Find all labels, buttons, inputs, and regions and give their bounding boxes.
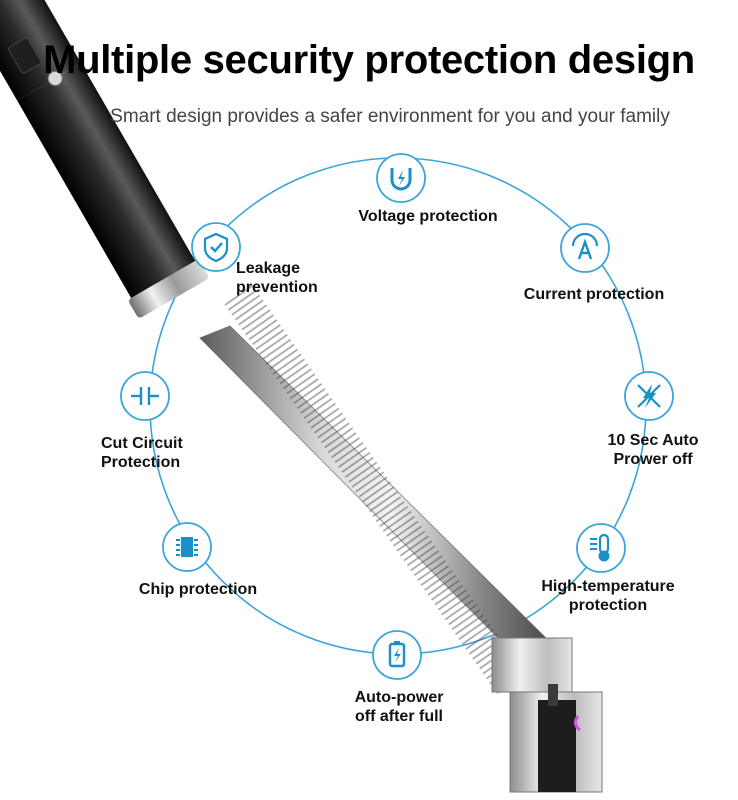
feature-badge	[560, 223, 610, 273]
ampere-icon	[571, 232, 599, 260]
label-current-protection: Current protection	[523, 286, 665, 303]
shield-check-icon	[203, 232, 229, 263]
label-voltage-protection: Voltage protection	[358, 208, 498, 225]
feature-node-cut-circuit	[120, 371, 170, 421]
feature-node-leakage	[191, 222, 241, 272]
label-high-temperature-protection: High-temperature protection	[541, 578, 675, 614]
ignition-head	[491, 637, 603, 793]
label-auto-power-off-after-full: Auto-power off after full	[354, 689, 444, 725]
chip-icon	[176, 537, 198, 557]
plasma-arc	[573, 715, 581, 732]
feature-node-current	[560, 223, 610, 273]
ignition-button	[47, 70, 63, 86]
label-auto-power-off: 10 Sec Auto Prower off	[607, 432, 699, 468]
bolt-off-icon	[637, 384, 661, 408]
battery-bolt-icon	[388, 641, 406, 668]
page-subtitle: Smart design provides a safer environmen…	[110, 106, 670, 127]
thermometer-icon	[590, 533, 610, 562]
metal-collar	[129, 260, 209, 318]
feature-node-auto-power-full	[372, 630, 422, 680]
capacitor-icon	[131, 387, 159, 405]
feature-node-auto-power-off	[624, 371, 674, 421]
label-leakage-prevention: Leakage prevention	[236, 260, 318, 296]
flexible-hose	[199, 283, 549, 696]
label-cut-circuit-protection: Cut Circuit Protection	[101, 435, 183, 471]
feature-badge	[191, 222, 241, 272]
feature-node-chip	[162, 522, 212, 572]
lighter-body	[0, 0, 209, 318]
label-chip-protection: Chip protection	[138, 581, 258, 598]
feature-node-high-temperature	[576, 523, 626, 573]
magnet-bolt-icon	[390, 168, 412, 191]
page-title: Multiple security protection design	[43, 38, 695, 82]
feature-node-voltage	[376, 153, 426, 203]
feature-badge	[120, 371, 170, 421]
safety-switch	[8, 37, 42, 74]
